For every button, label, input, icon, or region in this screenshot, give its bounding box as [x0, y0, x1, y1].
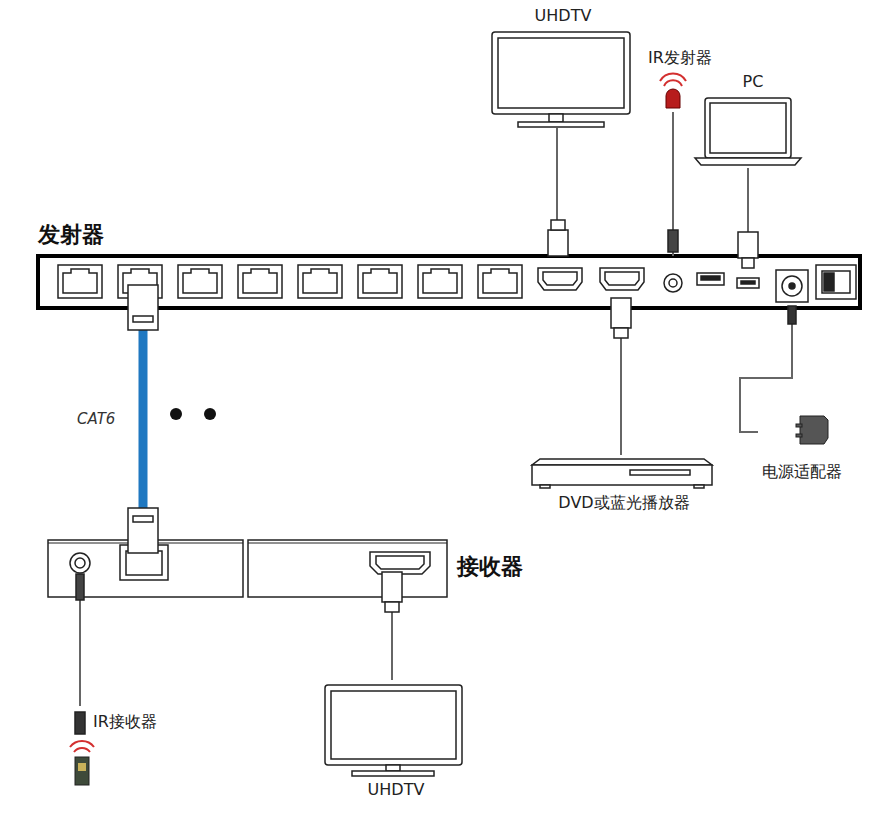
device-label: IR发射器 — [636, 48, 724, 69]
device-label: PC — [698, 72, 808, 91]
cable-connector — [740, 308, 792, 432]
cable-label: CAT6 — [75, 410, 117, 428]
device-node: 发射器 — [38, 256, 860, 308]
device-node: IR接收器 — [60, 706, 176, 790]
device-label: IR接收器 — [60, 706, 176, 733]
cable-connector — [139, 308, 148, 538]
device-label: 电源适配器 — [758, 406, 874, 483]
device-node: IR发射器 — [636, 48, 724, 112]
device-label: UHDTV — [488, 4, 638, 25]
device-node: DVD或蓝光播放器 — [530, 455, 718, 517]
device-node: PC — [698, 72, 808, 168]
device-node: 电源适配器 — [758, 406, 874, 486]
device-heading: 接收器 — [457, 552, 523, 582]
device-label: DVD或蓝光播放器 — [530, 455, 718, 514]
device-node: UHDTV — [322, 680, 470, 804]
cable-connector — [79, 600, 81, 706]
device-node: UHDTV — [488, 4, 638, 128]
device-heading: 发射器 — [38, 220, 104, 250]
device-label: UHDTV — [322, 680, 470, 799]
device-node: 接收器 — [46, 538, 450, 600]
